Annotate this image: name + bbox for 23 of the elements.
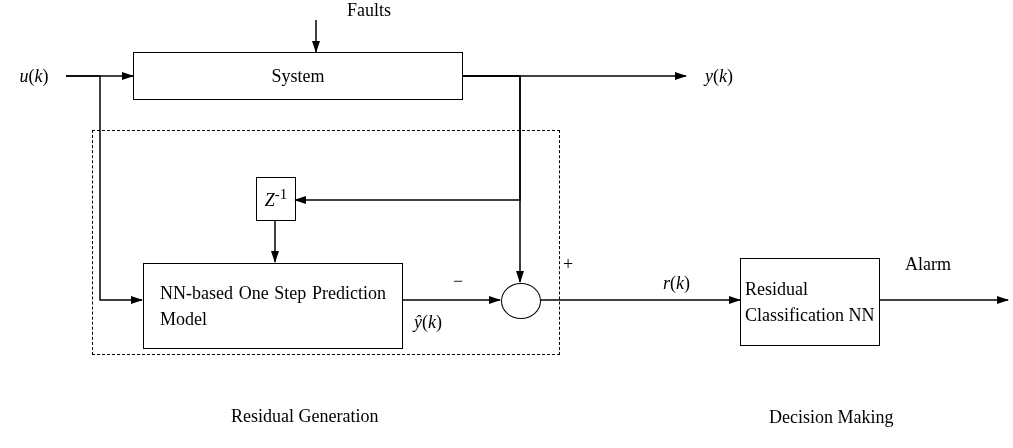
arrow [401,296,501,304]
arrow [65,75,143,304]
block-text: Z$^{-1}$ [263,185,289,213]
edge-label: Alarm [904,255,952,273]
block-text: Residual Classification NN [744,277,876,327]
block-text: System [270,64,326,88]
arrow [271,219,279,263]
block-text: Faults [346,0,392,22]
block-caption: Decision Making [769,407,894,428]
edge-label: r(k) [662,274,691,292]
arrow [312,19,320,53]
arrow [539,296,741,304]
block [256,177,296,221]
summing-junction [501,283,541,319]
block-text: NN-based One Step Prediction Model [159,281,387,331]
block [143,263,403,349]
block-text: u(k) [18,64,50,88]
arrow [879,296,1009,304]
arrow [294,75,521,204]
group-heading: Residual Generation [231,406,379,427]
block-text: y(k) [702,64,734,88]
edge-label: ŷ(k) [413,313,443,331]
block [133,52,463,100]
